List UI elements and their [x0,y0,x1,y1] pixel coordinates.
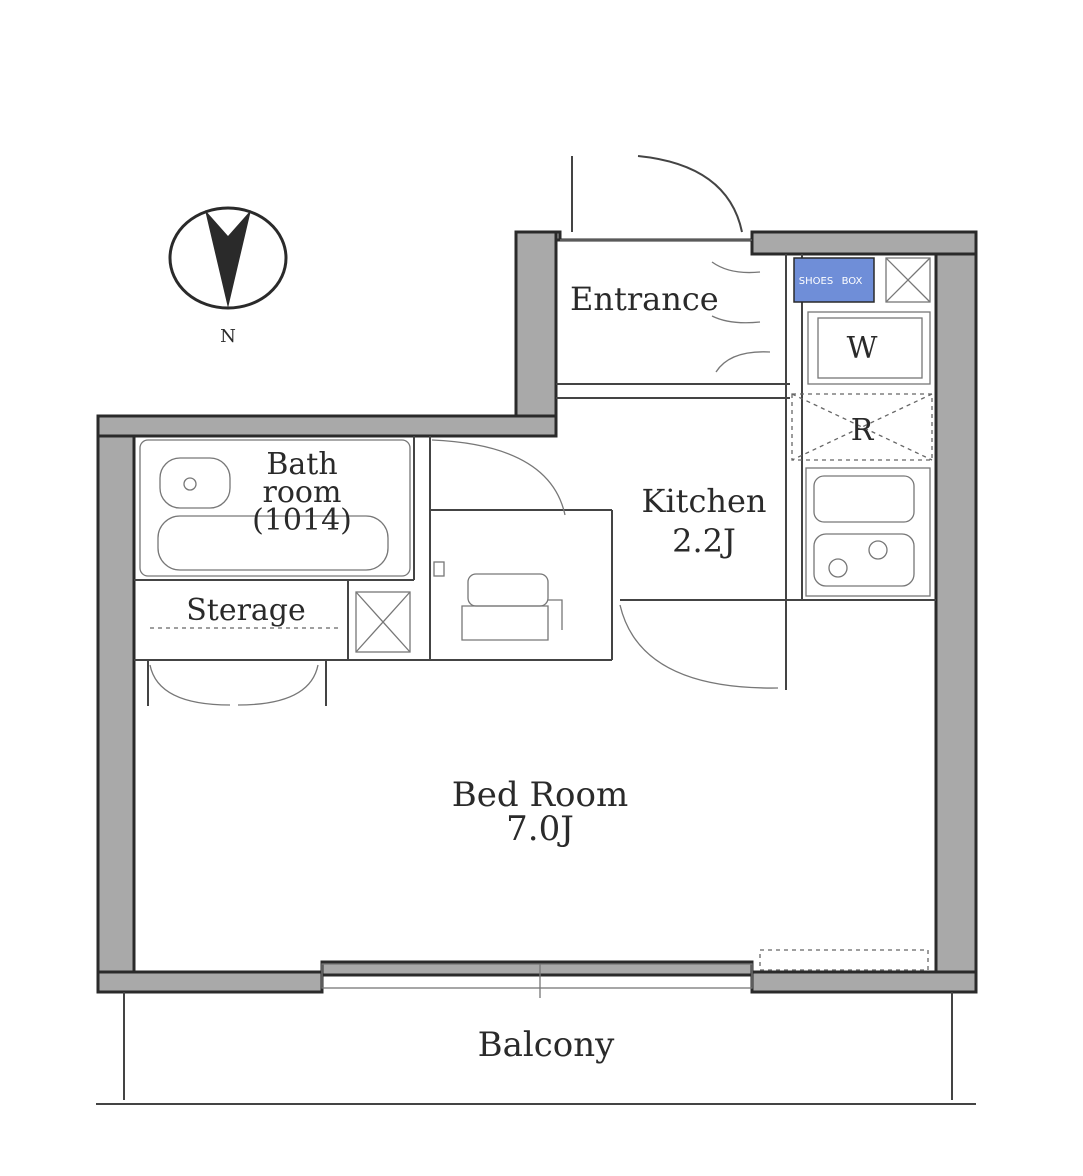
washbasin-icon [159,457,231,509]
storage-boxes [150,257,931,653]
shoe-cabinet: SHOES BOX [793,257,875,303]
wall-stub-top-left [96,414,558,438]
stove-icon [813,533,915,587]
compass-north-label: N [220,326,236,347]
compass: N [168,206,288,347]
wall-stub-right [934,230,978,994]
entrance-door [560,155,752,241]
door-swings [147,261,779,706]
wall-stub-left [96,414,136,994]
toilet-bowl-icon [461,605,549,641]
bedroom-name-label: Bed Room [452,775,628,815]
bath-label-line2: room [263,475,342,510]
north-arrow-icon [205,210,251,308]
refrigerator-label: R [851,413,875,448]
bathroom-fixtures [139,439,563,641]
wall-stub-bottom-left [96,970,324,994]
wall-stub-bottom-right [750,970,978,994]
kitchen-size-label: 2.2J [672,522,736,560]
kitchen-name-label: Kitchen [641,482,766,520]
wall-stub-entrance-left [514,230,558,432]
room-labels: Entrance Kitchen 2.2J Bath room (1014) S… [186,280,766,1065]
balcony-label: Balcony [478,1025,616,1065]
interior-partitions [134,254,936,690]
refrigerator-space: R [791,393,933,461]
sink-icon [813,475,915,523]
storage-label: Sterage [186,593,306,628]
wall-stub-top-right [750,230,978,256]
shoe-cabinet-text-2: BOX [842,276,863,287]
bedroom-size-label: 7.0J [506,809,574,849]
entrance-label: Entrance [570,280,719,318]
kitchen-counter [805,467,931,597]
balcony-area [96,949,976,1105]
bathtub-icon [157,515,389,571]
shoe-cabinet-text-1: SHOES [799,276,833,287]
washer-label: W [847,331,878,366]
exterior-walls [96,230,978,994]
toilet-tank-icon [467,573,549,607]
washer-space: W [807,311,931,385]
bath-label-line3: (1014) [252,503,352,538]
shoe-cabinet-box [793,257,875,303]
bath-label-line1: Bath [266,447,337,482]
